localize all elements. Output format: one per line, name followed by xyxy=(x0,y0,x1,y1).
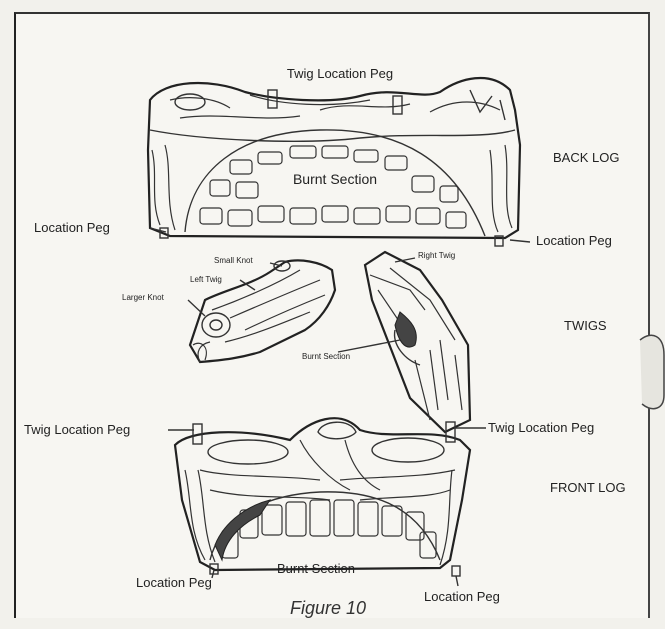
right-twig-label: Right Twig xyxy=(418,251,455,260)
front-burnt-label: Burnt Section xyxy=(277,561,355,576)
twigs-label: TWIGS xyxy=(564,318,607,333)
back-burnt-label: Burnt Section xyxy=(293,171,377,187)
back-log-leaders xyxy=(150,228,530,242)
left-twig-label: Left Twig xyxy=(190,275,222,284)
front-loc-peg-right-label: Location Peg xyxy=(424,589,500,604)
front-twig-peg-left-label: Twig Location Peg xyxy=(24,422,130,437)
front-loc-peg-left-label: Location Peg xyxy=(136,575,212,590)
back-loc-peg-right-label: Location Peg xyxy=(536,233,612,248)
binder-clip xyxy=(640,335,664,408)
back-loc-peg-left-label: Location Peg xyxy=(34,220,110,235)
back-log xyxy=(148,78,520,246)
back-twig-peg-label: Twig Location Peg xyxy=(287,66,393,81)
small-knot-label: Small Knot xyxy=(214,256,253,265)
front-log-label: FRONT LOG xyxy=(550,480,626,495)
front-twig-peg-right-label: Twig Location Peg xyxy=(488,420,594,435)
twig-burnt-label: Burnt Section xyxy=(302,352,350,361)
right-twig xyxy=(365,252,470,432)
figure-caption: Figure 10 xyxy=(290,598,366,618)
back-log-label: BACK LOG xyxy=(553,150,619,165)
front-log xyxy=(175,418,470,576)
larger-knot-label: Larger Knot xyxy=(122,293,165,302)
